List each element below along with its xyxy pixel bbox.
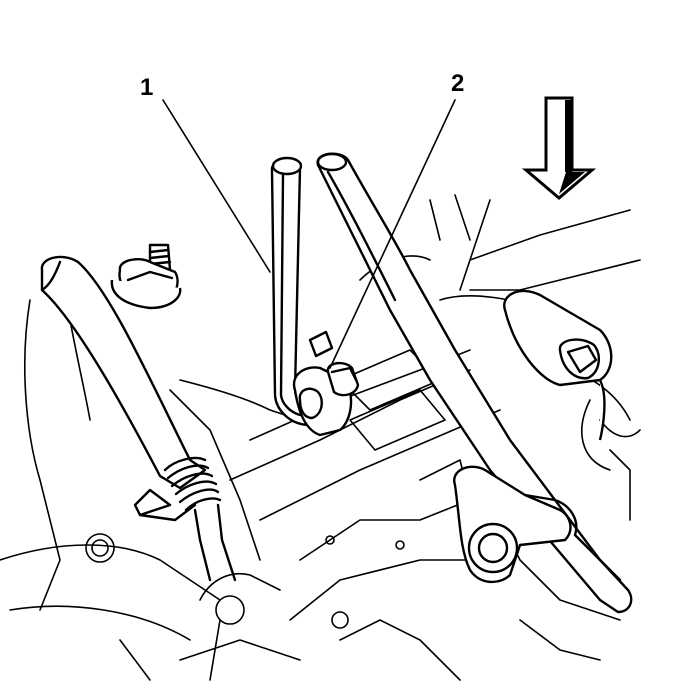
left-coolant-hose xyxy=(40,255,237,582)
callout-2-label: 2 xyxy=(451,70,465,97)
callout-1-label: 1 xyxy=(140,74,154,101)
bolt-boss-right xyxy=(503,289,613,441)
engine-block-outline xyxy=(0,194,641,681)
hose-fitting xyxy=(292,330,360,437)
stud-bolt-left xyxy=(110,243,182,310)
lower-bracket xyxy=(453,465,622,584)
leader-line-1 xyxy=(162,99,271,273)
hose-2 xyxy=(316,152,633,614)
hose-1 xyxy=(270,156,312,427)
leader-line-2 xyxy=(329,99,456,369)
view-direction-arrow-icon xyxy=(521,96,597,200)
leader-lines xyxy=(162,99,456,369)
